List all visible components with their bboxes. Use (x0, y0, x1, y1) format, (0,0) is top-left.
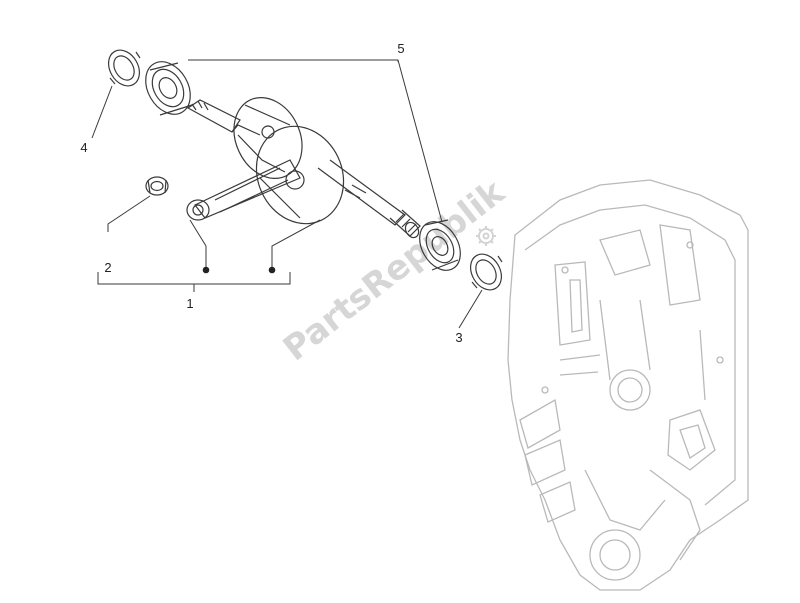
callout-dot-rod (202, 266, 210, 274)
callout-label-4: 4 (80, 140, 87, 155)
watermark-text: PartsRepublik (276, 172, 513, 370)
ball-bearing-upper (145, 61, 193, 116)
callout-label-5: 5 (397, 41, 404, 56)
seal-ring-part-4 (107, 49, 141, 87)
crankshaft-assembly (186, 97, 421, 239)
callout-label-3: 3 (455, 330, 462, 345)
callout-label-2: 2 (104, 260, 111, 275)
callout-label-1: 1 (186, 296, 193, 311)
seal-ring-part-3 (469, 253, 503, 291)
needle-bearing-part-2 (145, 176, 169, 196)
crankcase-housing (507, 179, 749, 591)
leader-lines (91, 59, 483, 329)
callout-dot-crank (268, 266, 276, 274)
ball-bearing-lower (419, 219, 461, 271)
gear-icon (476, 226, 496, 246)
